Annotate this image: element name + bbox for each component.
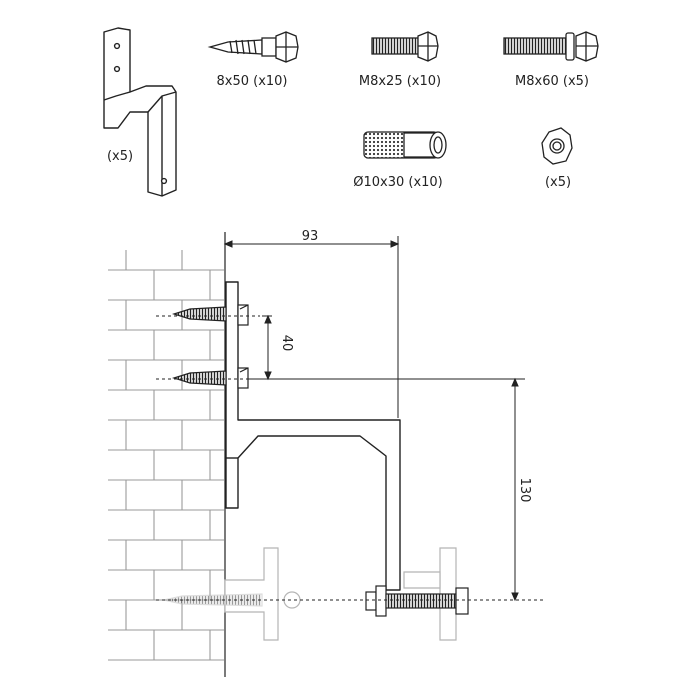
part-bolt-short-label: M8x25 (x10)	[359, 74, 441, 89]
angle-bracket-icon	[103, 27, 177, 197]
part-bolt-long-label: M8x60 (x5)	[515, 74, 589, 89]
part-nut-label: (x5)	[545, 175, 571, 190]
ghost-bracket	[163, 547, 457, 641]
part-bolt-long: M8x60 (x5)	[503, 31, 599, 89]
dimension-width-label: 93	[302, 229, 319, 244]
part-wood-screw-label: 8x50 (x10)	[216, 74, 287, 89]
part-anchor-label: Ø10x30 (x10)	[353, 175, 443, 190]
wall-screw-upper	[171, 304, 249, 326]
part-anchor: Ø10x30 (x10)	[353, 131, 447, 190]
foot-bolt-assembly	[365, 585, 469, 617]
part-wood-screw: 8x50 (x10)	[207, 31, 299, 89]
dimension-height	[511, 377, 519, 602]
centerlines	[156, 315, 545, 601]
wall-screw-lower	[171, 367, 249, 389]
part-bolt-short: M8x25 (x10)	[359, 31, 441, 89]
hex-bolt-icon	[371, 31, 439, 62]
part-bracket: (x5)	[103, 27, 177, 197]
part-bracket-label: (x5)	[107, 149, 133, 164]
wall-anchor-sleeve-icon	[363, 131, 447, 159]
dimension-spacing-label: 40	[279, 335, 294, 352]
lag-screw-icon	[207, 31, 299, 63]
hex-nut-icon	[541, 127, 573, 165]
dimension-height-label: 130	[517, 478, 532, 503]
part-nut: (x5)	[541, 127, 573, 190]
mounted-bracket	[225, 281, 401, 591]
hex-bolt-washer-icon	[503, 31, 599, 62]
dimension-spacing	[248, 314, 525, 381]
dimension-width	[223, 236, 400, 418]
